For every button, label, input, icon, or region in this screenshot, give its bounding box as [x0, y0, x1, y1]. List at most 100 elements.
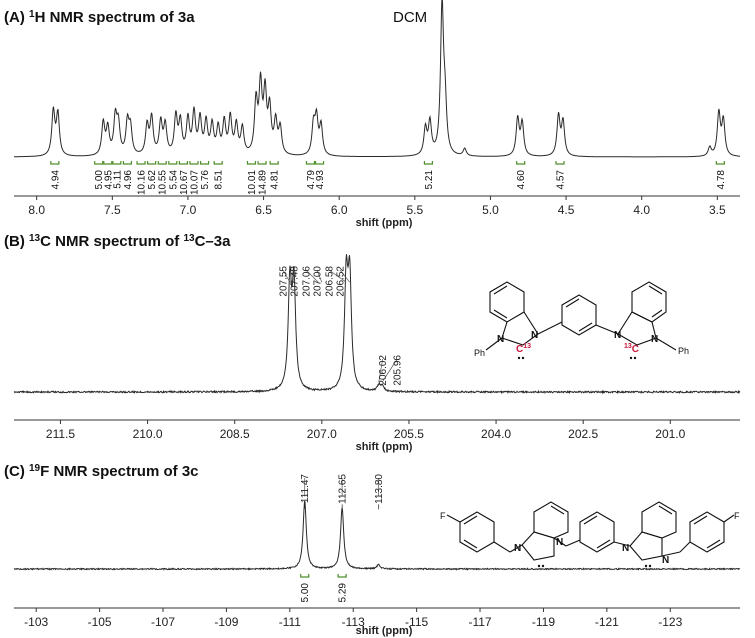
integral-label: 10.01	[247, 170, 258, 195]
structure-c-f-right: F	[734, 511, 740, 521]
integral-label: 4.79	[306, 170, 317, 190]
tick-label: 5.0	[482, 203, 499, 217]
structure-b-ph-left: Ph	[474, 348, 485, 358]
integral-bracket	[50, 161, 60, 165]
peak-label: 206.52	[336, 266, 347, 297]
tick-label: -113	[342, 615, 365, 629]
tick-label: 8.0	[28, 203, 45, 217]
peak-label: 207.48	[290, 266, 301, 297]
peak-label: 207.55	[279, 266, 290, 297]
integral-label: 4.94	[50, 170, 61, 190]
integral-label: 5.11	[112, 170, 123, 189]
structure-c-lone-pair-left-2	[541, 564, 545, 568]
structure-b-lone-pair-right	[629, 356, 633, 360]
tick-label: -105	[88, 615, 112, 629]
integral-label: 4.95	[103, 170, 114, 190]
integral-label: 10.55	[158, 170, 169, 195]
peak-label: −111.47	[300, 474, 311, 509]
panel-b-x-axis-label: shift (ppm)	[356, 441, 413, 453]
tick-label: 4.5	[558, 203, 575, 217]
tick-label: -121	[595, 615, 619, 629]
integral-bracket	[168, 161, 178, 165]
structure-b-imidazole-right	[617, 311, 657, 346]
structure-b-n2: N	[531, 330, 538, 341]
structure-c-n1: N	[514, 543, 521, 554]
tick-label: 207.0	[307, 427, 337, 441]
structure-c-f-left: F	[440, 511, 446, 521]
integral-label: 5.21	[424, 170, 435, 190]
tick-label: -103	[24, 615, 48, 629]
peak-label-leader	[282, 269, 291, 283]
tick-label: 3.5	[709, 203, 726, 217]
structure-b-c13-right: 13C	[624, 343, 639, 355]
panel-a-x-axis-label: shift (ppm)	[356, 217, 413, 229]
structure-b-central-ring	[561, 294, 597, 336]
panel-c-x-axis-label: shift (ppm)	[356, 625, 413, 637]
peak-label-leader	[339, 269, 350, 283]
tick-label: 204.0	[481, 427, 511, 441]
structure-c-n3: N	[622, 543, 629, 554]
integral-bracket	[189, 161, 199, 165]
peak-label: 207.06	[302, 266, 313, 297]
peak-label: −112.65	[338, 474, 349, 510]
structure-c-benzo-left	[533, 501, 569, 539]
integral-bracket	[112, 161, 122, 165]
tick-label: -123	[658, 615, 682, 629]
panel-c-ticks: -103-105-107-109-111-113-115-117-119-121…	[24, 608, 683, 629]
peak-label-leader	[305, 269, 319, 283]
peak-label: 206.58	[325, 266, 336, 297]
integral-bracket	[423, 161, 434, 165]
structure-c-lone-pair-right	[644, 564, 648, 568]
tick-label: 7.5	[104, 203, 121, 217]
integral-label: 4.96	[123, 170, 134, 190]
integral-bracket	[103, 161, 113, 165]
integral-label: 5.29	[338, 583, 349, 603]
structure-b-n4: N	[651, 334, 658, 345]
structure-c-lone-pair-right-2	[648, 564, 652, 568]
structure-c-n2: N	[556, 537, 563, 548]
tick-label: -115	[405, 615, 428, 629]
integral-label: 4.57	[556, 170, 567, 190]
tick-label: 6.5	[255, 203, 272, 217]
integral-label: 4.81	[270, 170, 281, 190]
tick-label: 7.0	[180, 203, 197, 217]
structure-c-fluorophenyl-right	[689, 511, 725, 553]
tick-label: 211.5	[46, 427, 75, 441]
integral-label: 5.54	[168, 170, 179, 190]
integral-label: 4.93	[315, 170, 326, 190]
tick-label: 201.0	[655, 427, 685, 441]
integral-bracket	[147, 161, 157, 165]
integral-bracket	[246, 161, 257, 165]
tick-label: 208.5	[220, 427, 250, 441]
integral-label: 14.89	[258, 170, 269, 195]
integral-bracket	[337, 574, 347, 578]
integral-label: 10.16	[137, 170, 148, 195]
structure-b-n1: N	[497, 334, 504, 345]
panel-c-title: (C) 19F NMR spectrum of 3c	[4, 463, 199, 480]
integral-bracket	[314, 161, 325, 165]
integral-bracket	[122, 161, 133, 165]
panel-a-spectrum-line	[14, 0, 740, 158]
integral-label: 5.76	[200, 170, 211, 190]
peak-label-leader	[378, 358, 384, 383]
peak-label-leader	[328, 269, 347, 283]
tick-label: 4.0	[633, 203, 650, 217]
structure-b-c13-left: C13	[516, 343, 531, 355]
panel-b-title: (B) 13C NMR spectrum of 13C–3a	[4, 233, 231, 250]
structure-c-n4: N	[662, 555, 669, 566]
integral-label: 10.07	[189, 170, 200, 195]
structure-b-benzo-ring-left	[489, 281, 525, 323]
peak-label: 206.02	[378, 355, 389, 386]
structure-b-imidazole-left	[501, 311, 539, 346]
structure-b-lone-pair-right-2	[633, 356, 637, 360]
integral-bracket	[555, 161, 565, 165]
peak-label-leader	[316, 269, 323, 283]
tick-label: 210.0	[133, 427, 163, 441]
tick-label: -111	[279, 615, 302, 629]
